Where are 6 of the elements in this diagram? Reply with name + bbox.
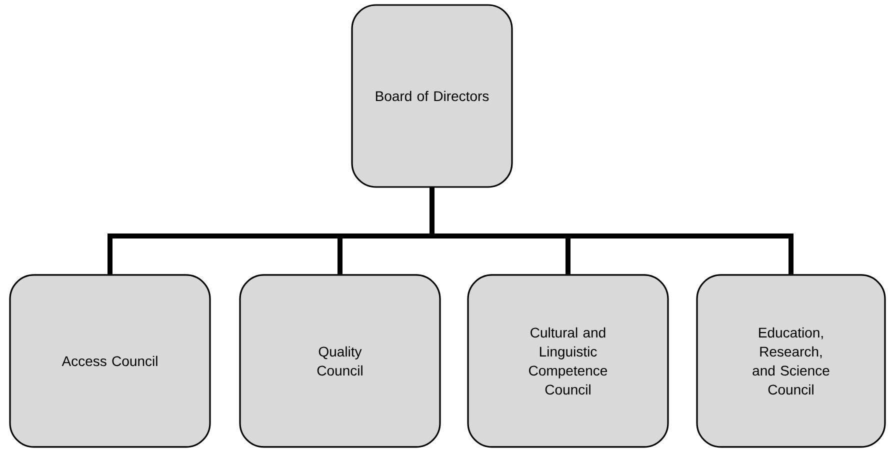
org-box: Board of Directors [351,4,513,188]
org-box: Access Council [9,274,211,448]
org-box: Cultural and Linguistic Competence Council [467,274,669,448]
org-box: Education, Research, and Science Council [696,274,886,448]
connector-line [430,188,794,274]
org-box: Quality Council [239,274,441,448]
